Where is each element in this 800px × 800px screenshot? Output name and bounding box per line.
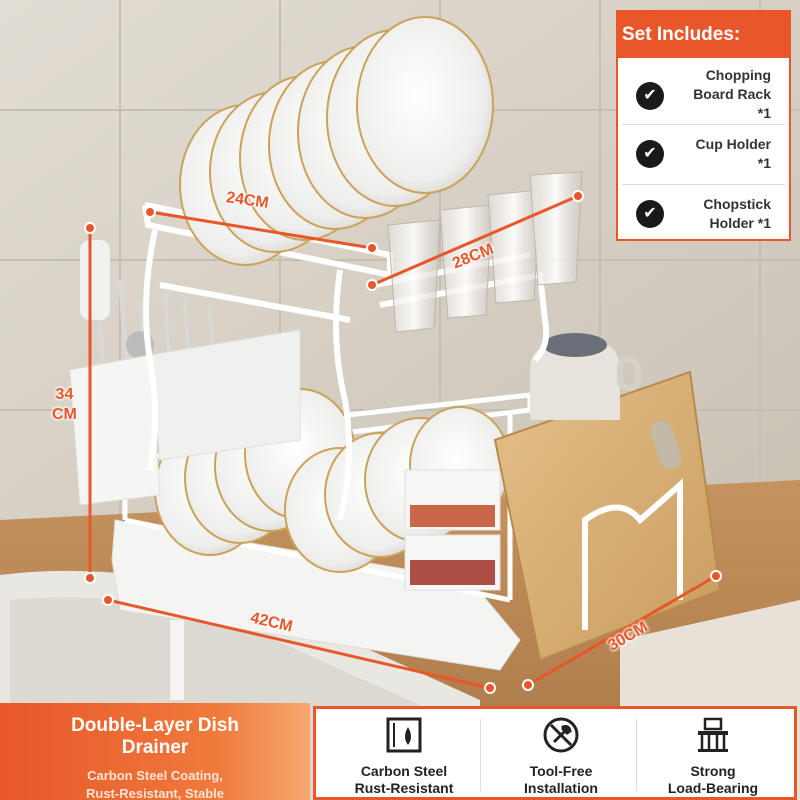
upper-plates <box>179 16 494 266</box>
set-item-chopstick-holder: ✔ Chopstick Holder *1 <box>618 186 789 246</box>
dimension-endpoints <box>84 190 722 694</box>
food-containers <box>404 469 501 591</box>
set-includes-panel: Set Includes: ✔ Chopping Board Rack *1 ✔… <box>616 10 791 241</box>
tool-free-icon <box>543 717 579 753</box>
dimension-lines <box>88 194 717 690</box>
feature-load-bearing: Strong Load-Bearing <box>643 715 783 797</box>
feature-tool-free: Tool-Free Installation <box>491 715 631 797</box>
feature-label: Tool-Free Installation <box>524 763 598 796</box>
product-subtitle: Carbon Steel Coating, Rust-Resistant, St… <box>86 768 224 800</box>
divider <box>636 719 637 791</box>
set-item-cup-holder: ✔ Cup Holder *1 <box>618 126 789 186</box>
rust-resistant-icon <box>386 717 422 753</box>
features-panel: Carbon Steel Rust-Resistant Tool-Free In… <box>313 706 797 800</box>
board-holder <box>582 478 683 630</box>
utensil-holder <box>69 240 301 506</box>
load-bearing-icon <box>698 717 728 752</box>
feature-rust-resistant: Carbon Steel Rust-Resistant <box>334 715 474 797</box>
check-icon: ✔ <box>636 82 664 110</box>
cutting-board <box>493 370 722 662</box>
feature-label: Carbon Steel Rust-Resistant <box>354 763 454 796</box>
product-title: Double-Layer Dish Drainer <box>71 715 239 758</box>
check-icon: ✔ <box>636 140 664 168</box>
check-icon: ✔ <box>636 200 664 228</box>
divider <box>622 184 785 185</box>
set-item-label: Chopping Board Rack *1 <box>693 67 771 121</box>
divider <box>480 719 481 791</box>
set-includes-title: Set Includes: <box>618 12 789 58</box>
faucet-water <box>170 620 184 700</box>
set-item-label: Cup Holder *1 <box>695 136 771 171</box>
set-item-label: Chopstick Holder *1 <box>703 196 771 231</box>
divider <box>622 124 785 125</box>
product-title-banner: Double-Layer Dish Drainer Carbon Steel C… <box>0 703 310 800</box>
kettle <box>530 333 641 420</box>
dimension-height: 34 CM <box>52 386 77 423</box>
feature-label: Strong Load-Bearing <box>667 763 759 796</box>
set-item-chopping-board-rack: ✔ Chopping Board Rack *1 <box>618 62 789 130</box>
